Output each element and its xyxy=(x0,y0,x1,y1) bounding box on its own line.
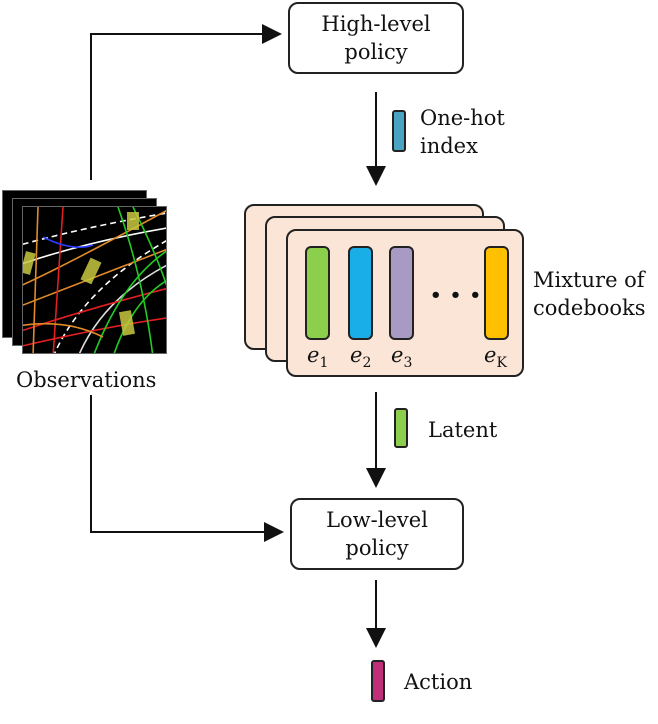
one-hot-index-chip xyxy=(392,110,406,152)
latent-chip xyxy=(394,408,408,448)
high-level-policy-box: High-level policy xyxy=(288,2,464,74)
one-hot-index-label: One-hot index xyxy=(420,106,505,158)
action-label: Action xyxy=(404,670,473,694)
codebook-ellipsis: • • • xyxy=(430,285,483,306)
codebook-entry-k xyxy=(484,246,509,340)
low-level-policy-label: Low-level policy xyxy=(326,508,428,560)
bev-map-image xyxy=(23,207,166,353)
observation-frame-front xyxy=(22,206,167,354)
observations-label: Observations xyxy=(16,368,157,392)
latent-label: Latent xyxy=(428,418,498,442)
low-level-policy-box: Low-level policy xyxy=(290,498,464,570)
action-chip xyxy=(371,660,385,702)
obs-to-high-arrow xyxy=(90,24,282,180)
high-level-policy-label: High-level policy xyxy=(321,12,431,64)
codebook-entry-1-label: e1 xyxy=(307,343,329,372)
codebook-entry-3-label: e3 xyxy=(391,343,413,372)
codebook-entry-1 xyxy=(305,246,330,340)
obs-to-low-arrow xyxy=(90,395,284,542)
codebook-entry-k-label: eK xyxy=(484,343,507,372)
codebook-entry-2-label: e2 xyxy=(350,343,372,372)
codebook-entry-3 xyxy=(389,246,414,340)
codebook-entry-2 xyxy=(348,246,373,340)
mixture-of-codebooks-label: Mixture of codebooks xyxy=(533,268,646,320)
